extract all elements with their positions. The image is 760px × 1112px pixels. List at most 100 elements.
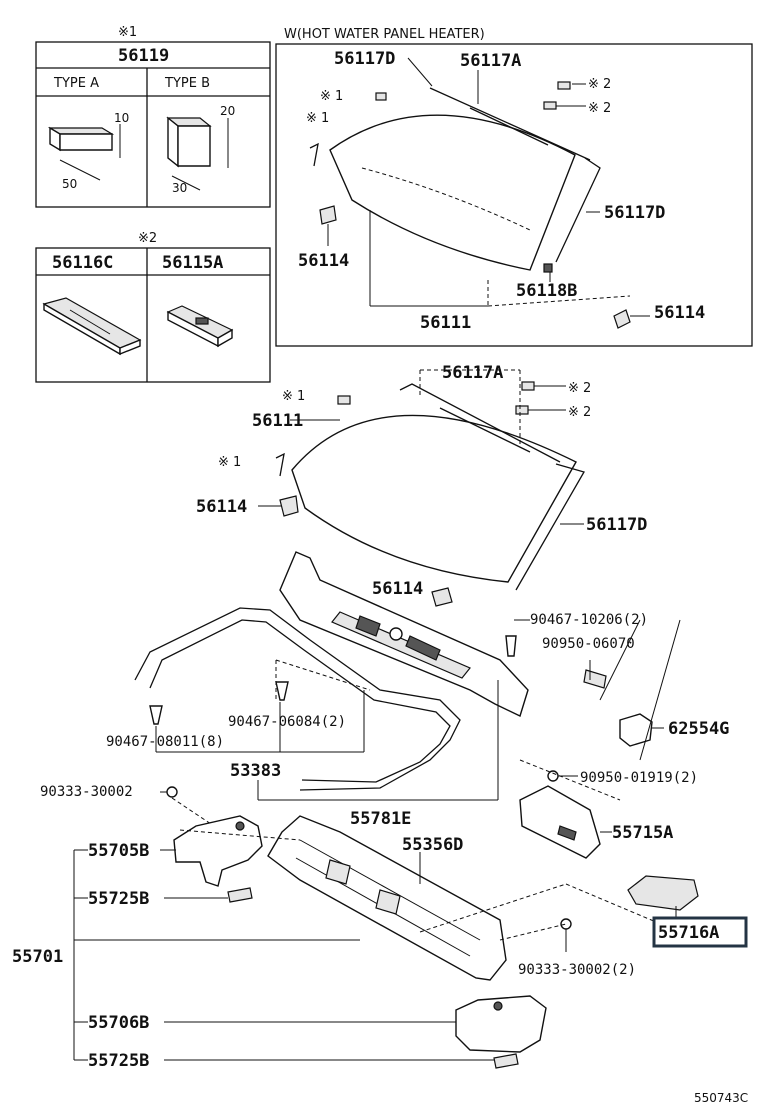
main-part-56114-center[interactable]: 56114 bbox=[372, 579, 423, 599]
main-note-1a: ※ 1 bbox=[282, 389, 305, 404]
type-b-label: TYPE B bbox=[164, 76, 210, 91]
bolt-90333-30002-left bbox=[166, 786, 178, 798]
part-90950-06070[interactable]: 90950-06070 bbox=[542, 636, 635, 652]
inset-note-1b: ※ 1 bbox=[306, 111, 329, 126]
part-55356D[interactable]: 55356D bbox=[402, 835, 463, 855]
inset-stopper bbox=[543, 263, 553, 273]
part-55705B-shape bbox=[173, 815, 263, 887]
type-b-width: 30 bbox=[172, 181, 187, 195]
cowl-group: 90467-10206(2) 90950-06070 62554G 90467-… bbox=[40, 551, 729, 829]
inset-heater-frame bbox=[275, 43, 753, 347]
type-a-label: TYPE A bbox=[53, 76, 99, 91]
note-1-mark-table: ※1 bbox=[118, 25, 137, 40]
inset-heater: W(HOT WATER PANEL HEATER) 56117D 56117A bbox=[275, 27, 753, 347]
inset-part-56117D-side[interactable]: 56117D bbox=[604, 203, 665, 223]
main-note-2a: ※ 2 bbox=[568, 381, 591, 396]
main-part-56114-left[interactable]: 56114 bbox=[196, 497, 247, 517]
inset-moulding-side bbox=[555, 157, 601, 263]
note-2-mark-table: ※2 bbox=[138, 231, 157, 246]
type-b-height: 20 bbox=[220, 104, 235, 118]
clip-90467-10206 bbox=[505, 635, 517, 657]
part-90333-30002-right[interactable]: 90333-30002(2) bbox=[518, 962, 636, 978]
main-clip-center bbox=[431, 587, 453, 607]
main-windshield bbox=[291, 414, 577, 583]
cowl-panel-group: 55705B 55356D 55715A 55725B 55716A 55701… bbox=[12, 785, 748, 1071]
inset-moulding-top bbox=[429, 87, 591, 161]
part-55715A[interactable]: 55715A bbox=[612, 823, 673, 843]
inset-spacer-left bbox=[309, 142, 319, 167]
main-moulding-top bbox=[399, 383, 561, 463]
part-56115A-shape bbox=[166, 305, 234, 348]
part-90467-08011[interactable]: 90467-08011(8) bbox=[106, 734, 224, 750]
cowl-seal-outer bbox=[134, 607, 461, 791]
main-spacer-2b bbox=[515, 405, 529, 415]
figure-code: 550743C bbox=[694, 1091, 748, 1105]
table-56119: ※1 56119 TYPE A TYPE B 10 50 20 30 bbox=[35, 25, 271, 208]
main-spacer-left bbox=[275, 452, 285, 477]
inset-note-2b: ※ 2 bbox=[588, 101, 611, 116]
part-55725B-top-shape bbox=[227, 887, 253, 903]
part-55725B-bottom[interactable]: 55725B bbox=[88, 1051, 149, 1071]
part-90467-10206[interactable]: 90467-10206(2) bbox=[530, 612, 648, 628]
part-56116C-label[interactable]: 56116C bbox=[52, 253, 113, 273]
part-55716A[interactable]: 55716A bbox=[658, 923, 719, 943]
main-spacer-1 bbox=[337, 395, 351, 405]
inset-part-56117A[interactable]: 56117A bbox=[460, 51, 521, 71]
bolt-90333-30002-right bbox=[560, 918, 572, 930]
cowl-seal-inner bbox=[149, 619, 451, 783]
table-2-frame bbox=[35, 247, 271, 383]
part-56119-label[interactable]: 56119 bbox=[118, 46, 169, 66]
main-clip-left bbox=[279, 495, 299, 517]
inset-clip-left bbox=[319, 205, 337, 225]
part-55701[interactable]: 55701 bbox=[12, 947, 63, 967]
part-55781E[interactable]: 55781E bbox=[350, 809, 411, 829]
main-spacer-2a bbox=[521, 381, 535, 391]
part-62554G[interactable]: 62554G bbox=[668, 719, 729, 739]
inset-part-56111[interactable]: 56111 bbox=[420, 313, 471, 333]
part-55725B-bottom-shape bbox=[493, 1053, 519, 1069]
inset-heater-title: W(HOT WATER PANEL HEATER) bbox=[284, 27, 485, 42]
highlight-55716A bbox=[652, 916, 748, 948]
inset-part-56118B[interactable]: 56118B bbox=[516, 281, 577, 301]
part-90950-01919-shape bbox=[547, 770, 559, 782]
part-56115A-label[interactable]: 56115A bbox=[162, 253, 223, 273]
type-b-shape bbox=[166, 116, 229, 191]
main-part-56117D[interactable]: 56117D bbox=[586, 515, 647, 535]
clip-90467-06084 bbox=[275, 681, 289, 701]
inset-part-56114-left[interactable]: 56114 bbox=[298, 251, 349, 271]
cowl-garnish bbox=[279, 551, 529, 717]
part-90950-01919[interactable]: 90950-01919(2) bbox=[580, 770, 698, 786]
part-56116C-shape bbox=[42, 297, 142, 356]
main-windshield-group: 56117A ※ 2 ※ 2 ※ 1 56111 ※ 1 56114 56117… bbox=[196, 363, 647, 607]
inset-spacer-1 bbox=[375, 92, 387, 101]
type-a-shape bbox=[47, 124, 121, 181]
type-a-width: 50 bbox=[62, 177, 77, 191]
table-56116C-56115A: ※2 56116C 56115A bbox=[35, 231, 271, 383]
type-a-height: 10 bbox=[114, 111, 129, 125]
inset-windshield bbox=[329, 114, 576, 271]
inset-clip-right bbox=[613, 309, 631, 329]
part-55715A-shape bbox=[519, 785, 601, 859]
part-90333-30002-left[interactable]: 90333-30002 bbox=[40, 784, 133, 800]
clip-90467-08011 bbox=[149, 705, 163, 725]
part-55725B-top[interactable]: 55725B bbox=[88, 889, 149, 909]
inset-note-1a: ※ 1 bbox=[320, 89, 343, 104]
main-note-2b: ※ 2 bbox=[568, 405, 591, 420]
main-part-56117A[interactable]: 56117A bbox=[442, 363, 503, 383]
inset-note-2a: ※ 2 bbox=[588, 77, 611, 92]
part-55705B[interactable]: 55705B bbox=[88, 841, 149, 861]
part-55706B-shape bbox=[455, 995, 547, 1053]
main-part-56111[interactable]: 56111 bbox=[252, 411, 303, 431]
main-moulding-side bbox=[515, 463, 585, 591]
part-53383[interactable]: 53383 bbox=[230, 761, 281, 781]
inset-part-56114-right[interactable]: 56114 bbox=[654, 303, 705, 323]
inset-spacer-2b bbox=[543, 101, 557, 110]
main-note-1b: ※ 1 bbox=[218, 455, 241, 470]
part-55716A-shape bbox=[627, 875, 699, 911]
inset-part-56117D-top[interactable]: 56117D bbox=[334, 49, 395, 69]
part-90467-06084[interactable]: 90467-06084(2) bbox=[228, 714, 346, 730]
table-56119-frame bbox=[35, 41, 271, 208]
inset-spacer-2a bbox=[557, 81, 571, 90]
part-55706B[interactable]: 55706B bbox=[88, 1013, 149, 1033]
